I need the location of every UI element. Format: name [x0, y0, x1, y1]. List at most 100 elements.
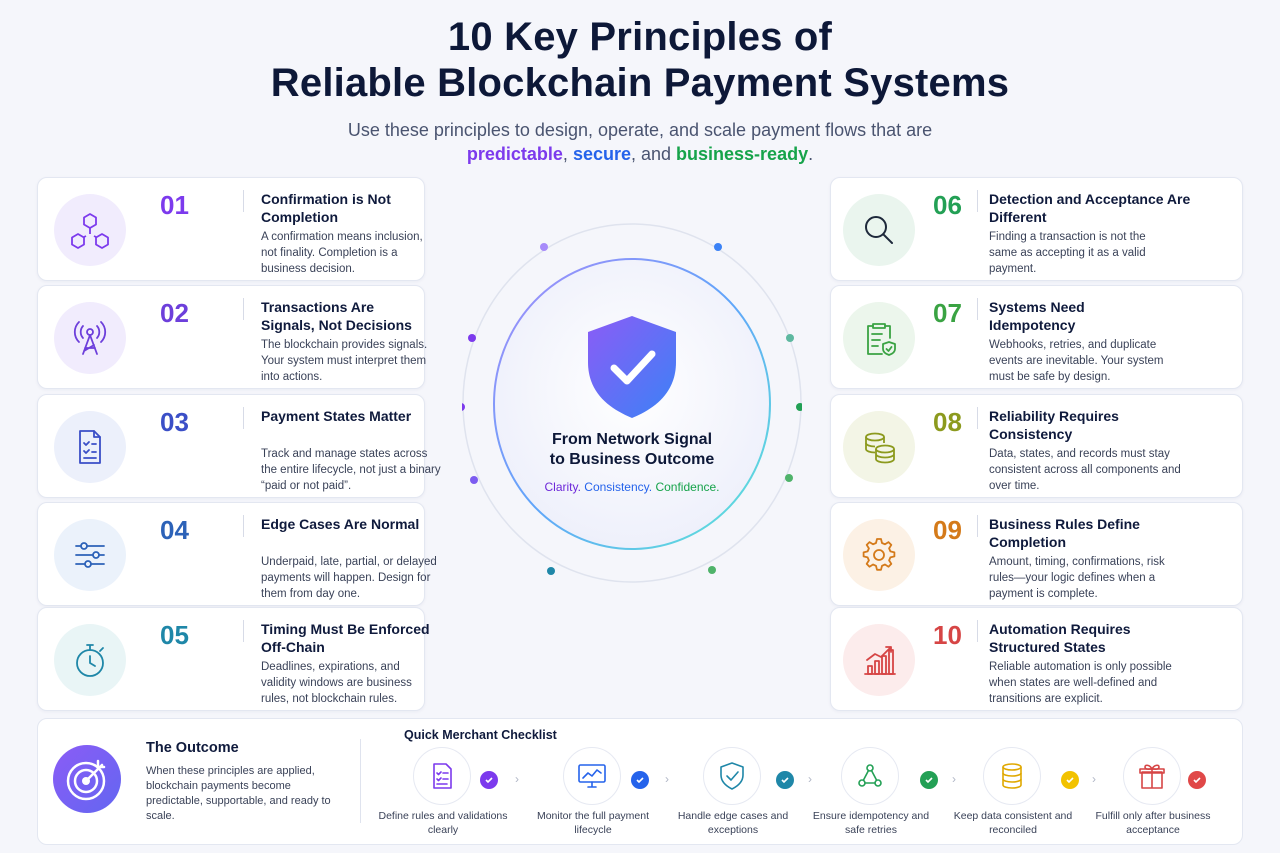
outcome-panel: The Outcome When these principles are ap…: [37, 718, 1243, 845]
antenna-icon: [54, 302, 126, 374]
principle-title: Detection and Acceptance Are Different: [989, 191, 1191, 225]
divider: [243, 515, 244, 537]
principle-title: Payment States Matter: [261, 408, 412, 424]
outcome-title: The Outcome: [146, 740, 239, 756]
principle-title: Edge Cases Are Normal: [261, 516, 420, 532]
principle-description: Underpaid, late, partial, or delayed pay…: [261, 556, 437, 600]
shield-check-icon: [588, 316, 676, 418]
check-icon: [1061, 771, 1079, 789]
monitor-chart-icon: [563, 747, 621, 805]
checklist-step-1: Define rules and validations clearly: [378, 747, 508, 839]
principle-title: Transactions Are Signals, Not Decisions: [261, 299, 412, 333]
orbit-dot: [547, 567, 555, 575]
keyword-predictable: predictable: [466, 144, 563, 164]
principle-description: Finding a transaction is not the same as…: [989, 231, 1146, 275]
divider: [977, 298, 978, 320]
principle-number: 07: [933, 298, 962, 328]
principle-title: Timing Must Be Enforced Off-Chain: [261, 621, 430, 655]
principle-card-03: 03 Payment States Matter Track and manag…: [37, 394, 441, 498]
chevron-right-icon: ›: [515, 772, 519, 786]
principle-number: 05: [160, 620, 189, 650]
principle-description: Amount, timing, confirmations, risk rule…: [989, 556, 1165, 600]
principle-number: 01: [160, 190, 189, 220]
principle-description: Track and manage states across the entir…: [261, 448, 441, 492]
principle-card-09: 09 Business Rules Define Completion Amou…: [830, 502, 1243, 606]
gear-icon: [843, 519, 915, 591]
checklist-step-3: Handle edge cases and exceptions: [668, 747, 798, 839]
bar-chart-icon: [843, 624, 915, 696]
step-label: Handle edge cases and exceptions: [677, 810, 789, 836]
center-headline-line-1: From Network Signal: [551, 431, 713, 448]
principle-number: 06: [933, 190, 962, 220]
subtitle-line-2: predictable, secure, and business-ready.: [0, 142, 1280, 166]
divider: [977, 620, 978, 642]
checklist-step-5: Keep data consistent and reconciled: [948, 747, 1078, 839]
subtitle-line-1: Use these principles to design, operate,…: [347, 120, 933, 140]
sliders-icon: [54, 519, 126, 591]
principle-number: 08: [933, 407, 962, 437]
chevron-right-icon: ›: [808, 772, 812, 786]
principle-description: Data, states, and records must stay cons…: [989, 448, 1181, 492]
outcome-description: When these principles are applied, block…: [146, 765, 331, 822]
checklist-step-2: Monitor the full payment lifecycle: [528, 747, 658, 839]
target-icon: [53, 745, 121, 813]
orbit-dot: [468, 334, 476, 342]
principle-card-05: 05 Timing Must Be Enforced Off-Chain Dea…: [37, 607, 430, 711]
shield-icon: [703, 747, 761, 805]
principle-card-10: 10 Automation Requires Structured States…: [830, 607, 1243, 711]
principle-title: Confirmation is Not Completion: [261, 191, 391, 225]
center-tagline: Clarity. Consistency. Confidence.: [462, 480, 802, 494]
principle-description: Reliable automation is only possible whe…: [989, 661, 1172, 705]
principle-number: 04: [160, 515, 189, 545]
document-list-icon: [413, 747, 471, 805]
principle-number: 03: [160, 407, 189, 437]
divider: [977, 190, 978, 212]
principle-card-01: 01 Confirmation is Not Completion A conf…: [37, 177, 425, 281]
principle-number: 02: [160, 298, 189, 328]
magnifier-icon: [843, 194, 915, 266]
subtitle-end: .: [808, 144, 814, 164]
subtitle-separator: ,: [562, 144, 573, 164]
divider: [243, 298, 244, 320]
divider: [243, 620, 244, 642]
orbit-dot: [786, 334, 794, 342]
keyword-secure: secure: [572, 144, 631, 164]
divider: [977, 515, 978, 537]
check-icon: [480, 771, 498, 789]
divider: [243, 190, 244, 212]
orbit-dot: [462, 403, 465, 411]
subtitle-separator: , and: [630, 144, 677, 164]
principle-number: 10: [933, 620, 962, 650]
principle-card-07: 07 Systems Need Idempotency Webhooks, re…: [830, 285, 1243, 389]
orbit-dot: [785, 474, 793, 482]
principle-title: Systems Need Idempotency: [989, 299, 1085, 333]
principle-card-02: 02 Transactions Are Signals, Not Decisio…: [37, 285, 427, 389]
principle-description: Deadlines, expirations, and validity win…: [261, 661, 412, 705]
tag-consistency: Consistency.: [584, 480, 653, 494]
coins-icon: [843, 411, 915, 483]
step-label: Keep data consistent and reconciled: [953, 810, 1073, 836]
tag-clarity: Clarity.: [544, 480, 581, 494]
principle-description: A confirmation means inclusion, not fina…: [261, 231, 423, 275]
chevron-right-icon: ›: [952, 772, 956, 786]
gift-icon: [1123, 747, 1181, 805]
principle-card-06: 06 Detection and Acceptance Are Differen…: [830, 177, 1243, 281]
check-icon: [776, 771, 794, 789]
chevron-right-icon: ›: [1092, 772, 1096, 786]
checklist-step-4: Ensure idempotency and safe retries: [806, 747, 936, 839]
orbit-dot: [714, 243, 722, 251]
orbit-dot: [470, 476, 478, 484]
tag-confidence: Confidence.: [655, 480, 720, 494]
check-icon: [631, 771, 649, 789]
chevron-right-icon: ›: [665, 772, 669, 786]
center-hub: [462, 223, 802, 583]
keyword-business-ready: business-ready: [676, 144, 809, 164]
center-headline-line-2: to Business Outcome: [549, 451, 715, 468]
principle-card-04: 04 Edge Cases Are Normal Underpaid, late…: [37, 502, 437, 606]
divider: [243, 407, 244, 429]
principle-title: Business Rules Define Completion: [989, 516, 1140, 550]
database-icon: [983, 747, 1041, 805]
blocks-icon: [54, 194, 126, 266]
title-line-2: Reliable Blockchain Payment Systems: [270, 61, 1010, 105]
orbit-dot: [540, 243, 548, 251]
